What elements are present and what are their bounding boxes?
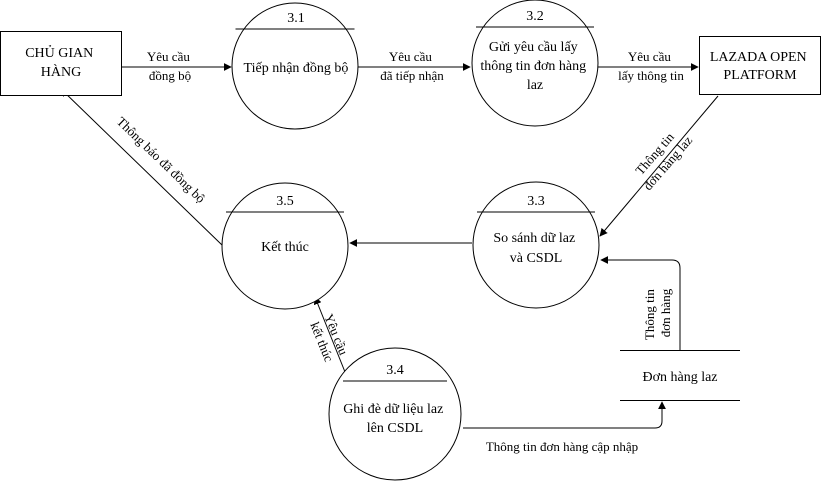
flow-arrow-3-4-to-store — [463, 401, 666, 429]
process-3-2: 3.2 Gửi yêu cầu lấy thông tin đơn hàng l… — [471, 0, 599, 127]
process-label: So sánh dữ laz và CSDL — [493, 231, 578, 266]
process-label: Gửi yêu cầu lấy thông tin đơn hàng laz — [480, 40, 589, 93]
flow-arrow-store-to-3-3 — [600, 256, 681, 350]
entity-chu-gian-hang: CHỦ GIAN HÀNG — [0, 31, 122, 96]
datastore-label: Đơn hàng laz — [642, 370, 717, 385]
process-label: Ghi đè dữ liệu laz lên CSDL — [343, 402, 447, 436]
entity-label: CHỦ GIAN HÀNG — [25, 44, 97, 80]
process-label: Tiếp nhận đồng bộ — [244, 61, 349, 76]
process-3-4: 3.4 Ghi đè dữ liệu laz lên CSDL — [328, 347, 462, 481]
process-3-5: 3.5 Kết thúc — [221, 182, 349, 310]
flow-label-yeu-cau-ket-thuc: Yêu cầu kết thúc — [306, 312, 352, 366]
flow-label-thong-bao-da-dong-bo: Thông báo đã đồng bộ — [114, 114, 209, 206]
flow-arrow-3-5-to-owner — [60, 88, 223, 246]
flow-arrow-3-4-to-3-5 — [313, 296, 346, 373]
flow-label-yeu-cau-lay-thong-tin: Yêu cầu lấy thông tin — [618, 49, 684, 83]
process-label: Kết thúc — [261, 240, 309, 255]
entity-lazada-open-platform: LAZADA OPEN PLATFORM — [699, 36, 821, 95]
flow-label-thong-tin-don-hang-cap-nhap: Thông tin đơn hàng cập nhập — [486, 439, 638, 454]
flow-label-yeu-cau-dong-bo: Yêu cầu đồng bộ — [147, 49, 193, 83]
entity-label: LAZADA OPEN PLATFORM — [710, 50, 810, 83]
process-id: 3.2 — [526, 9, 544, 24]
flow-label-thong-tin-don-hang: Thông tin đơn hàng — [642, 286, 673, 340]
flow-label-thong-tin-don-hang-laz: Thông tin đơn hàng laz — [628, 122, 695, 193]
process-id: 3.1 — [287, 11, 305, 26]
process-3-3: 3.3 So sánh dữ laz và CSDL — [472, 181, 600, 309]
flow-lines — [60, 63, 719, 429]
process-id: 3.3 — [527, 194, 545, 209]
process-id: 3.5 — [276, 194, 294, 209]
process-id: 3.4 — [386, 363, 404, 378]
process-3-1: 3.1 Tiếp nhận đồng bộ — [231, 2, 359, 130]
flow-arrow-lazada-to-3-3 — [599, 95, 719, 237]
flow-label-yeu-cau-da-tiep-nhan: Yêu cầu đã tiếp nhận — [380, 49, 444, 83]
datastore-don-hang-laz: Đơn hàng laz — [620, 350, 740, 401]
